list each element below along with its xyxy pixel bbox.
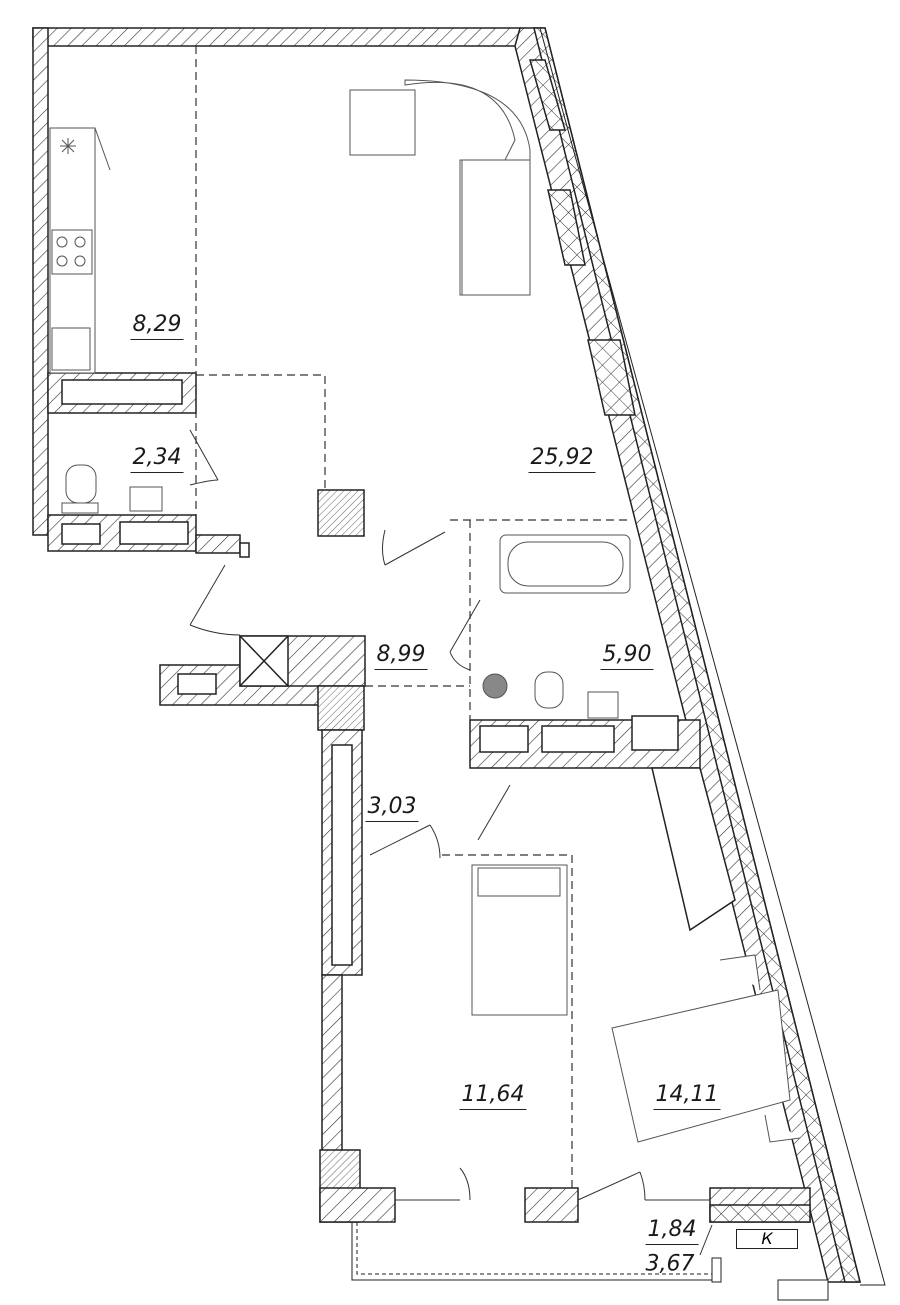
room-area-bathroom: 5,90 — [600, 642, 654, 670]
ac-unit-label: К — [736, 1229, 798, 1249]
wall-top — [32, 27, 521, 47]
room-area-kitchen: 8,29 — [130, 312, 184, 340]
room-area-hall: 8,99 — [374, 642, 428, 670]
room-area-living: 25,92 — [528, 445, 596, 473]
room-area-bedroom-2: 14,11 — [653, 1082, 721, 1110]
balcony-area-reduced: 1,84 — [645, 1217, 699, 1245]
room-area-bedroom-1: 11,64 — [459, 1082, 527, 1110]
room-area-wc: 2,34 — [130, 445, 184, 473]
wall-left — [32, 27, 49, 536]
room-area-corridor: 3,03 — [365, 794, 419, 822]
balcony-area-full: 3,67 — [645, 1251, 695, 1277]
